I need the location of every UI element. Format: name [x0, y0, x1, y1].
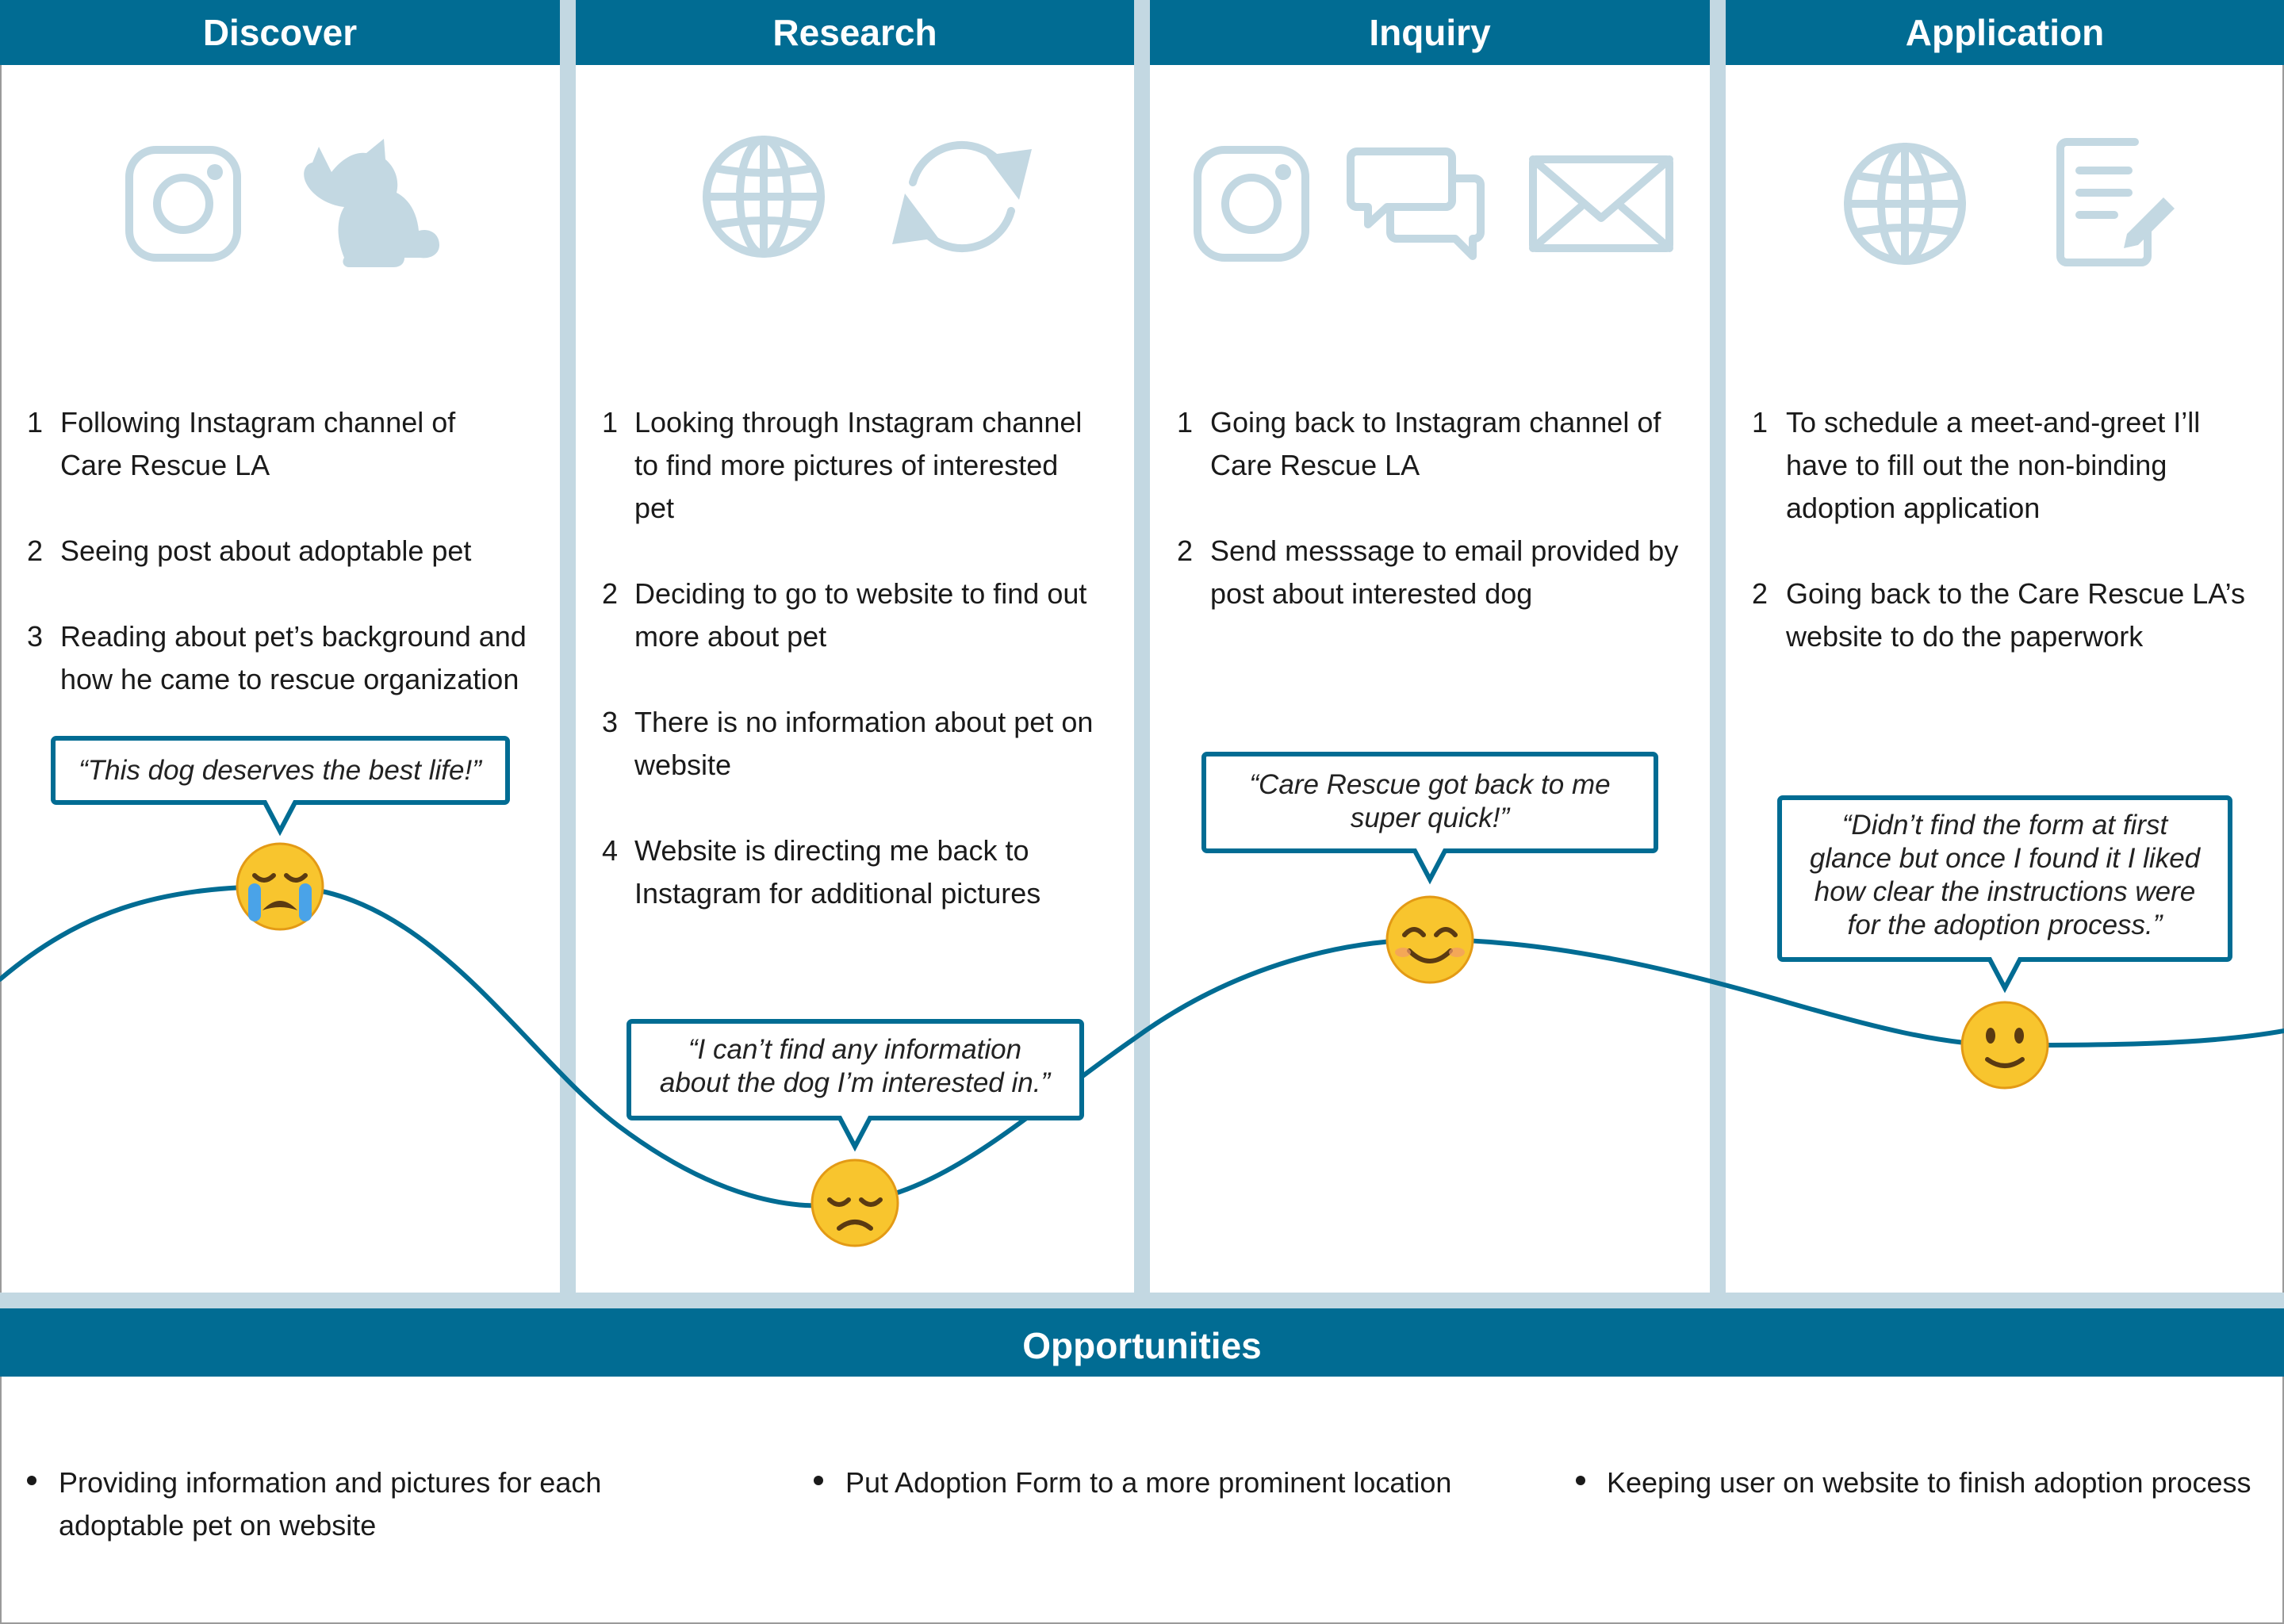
stage-title: Research: [772, 12, 937, 53]
step-number: 1: [1177, 406, 1193, 439]
step-text: to find more pictures of interested: [634, 449, 1058, 481]
bullet-icon: [27, 1476, 36, 1485]
quote-text: “This dog deserves the best life!”: [79, 755, 482, 786]
step-number: 2: [1752, 577, 1768, 610]
slight-smile-face-icon: [1962, 1002, 2048, 1088]
stage-divider: [1710, 0, 1726, 1300]
opportunity-text: Keeping user on website to finish adopti…: [1607, 1466, 2251, 1499]
smiling-face-icon: [1387, 897, 1473, 982]
step-text: Send messsage to email provided by: [1210, 534, 1678, 567]
step-number: 3: [602, 706, 618, 738]
globe-icon: [707, 140, 821, 254]
quote-bubble-research: “I can’t find any information about the …: [627, 1019, 1084, 1152]
step-text: Deciding to go to website to find out: [634, 577, 1086, 610]
quote-text: glance but once I found it I liked: [1810, 843, 2202, 874]
step-number: 2: [27, 534, 43, 567]
quote-text: “Care Rescue got back to me: [1249, 769, 1610, 800]
quote-text: how clear the instructions were: [1815, 876, 2196, 907]
opportunity-text: Put Adoption Form to a more prominent lo…: [845, 1466, 1451, 1499]
crying-face-icon: [237, 844, 323, 929]
step-text: website to do the paperwork: [1785, 620, 2144, 653]
step-text: Care Rescue LA: [1210, 449, 1420, 481]
stage-header-inquiry: Inquiry: [1150, 0, 1710, 65]
stage-divider: [1134, 0, 1150, 1300]
step-text: Website is directing me back to: [634, 834, 1029, 867]
step-text: website: [634, 749, 731, 781]
section-divider: [0, 1293, 2284, 1308]
step-text: There is no information about pet on: [634, 706, 1093, 738]
opportunities-header: Opportunities: [0, 1308, 2284, 1377]
step-text: Reading about pet’s background and: [60, 620, 527, 653]
step-text: how he came to rescue organization: [60, 663, 519, 695]
stage-divider: [560, 0, 576, 1300]
step-text: To schedule a meet-and-greet I’ll: [1786, 406, 2200, 439]
stage-steps-discover: 1 Following Instagram channel of Care Re…: [27, 406, 527, 695]
step-text: adoption application: [1786, 492, 2040, 524]
step-text: Seeing post about adoptable pet: [60, 534, 471, 567]
step-number: 1: [27, 406, 43, 439]
bullet-icon: [1576, 1476, 1585, 1485]
bullet-icon: [814, 1476, 823, 1485]
quote-text: “Didn’t find the form at first: [1842, 810, 2169, 841]
step-text: Looking through Instagram channel: [634, 406, 1082, 439]
quote-bubble-application: “Didn’t find the form at first glance bu…: [1777, 795, 2232, 994]
stage-header-discover: Discover: [0, 0, 560, 65]
step-number: 3: [27, 620, 43, 653]
stage-steps-application: 1 To schedule a meet-and-greet I’ll have…: [1752, 406, 2245, 653]
opportunity-text: adoptable pet on website: [59, 1509, 376, 1542]
opportunities-title: Opportunities: [1022, 1325, 1262, 1366]
step-number: 1: [602, 406, 618, 439]
step-text: post about interested dog: [1210, 577, 1532, 610]
stage-header-research: Research: [576, 0, 1134, 65]
step-text: Going back to Instagram channel of: [1210, 406, 1661, 439]
step-number: 1: [1752, 406, 1768, 439]
stage-steps-inquiry: 1 Going back to Instagram channel of Car…: [1177, 406, 1678, 610]
quote-text: for the adoption process.”: [1848, 910, 2163, 940]
step-number: 2: [602, 577, 618, 610]
globe-icon: [1848, 147, 1962, 261]
quote-text: “I can’t find any information: [688, 1034, 1021, 1065]
step-text: Following Instagram channel of: [60, 406, 456, 439]
quote-bubble-inquiry: “Care Rescue got back to me super quick!…: [1201, 752, 1658, 885]
stage-title: Discover: [203, 12, 357, 53]
step-text: Care Rescue LA: [60, 449, 270, 481]
step-text: pet: [634, 492, 674, 524]
stage-steps-research: 1 Looking through Instagram channel to f…: [602, 406, 1093, 910]
quote-text: super quick!”: [1351, 802, 1511, 833]
step-number: 4: [602, 834, 618, 867]
step-text: more about pet: [634, 620, 826, 653]
stage-header-application: Application: [1726, 0, 2284, 65]
quote-bubble-discover: “This dog deserves the best life!”: [51, 736, 510, 837]
quote-text: about the dog I’m interested in.”: [660, 1067, 1052, 1098]
step-text: have to fill out the non-binding: [1786, 449, 2167, 481]
step-text: Going back to the Care Rescue LA’s: [1786, 577, 2245, 610]
disappointed-face-icon: [812, 1160, 898, 1246]
step-text: Instagram for additional pictures: [634, 877, 1040, 910]
stage-title: Inquiry: [1369, 12, 1491, 53]
emotion-curve: [0, 883, 2284, 1208]
step-number: 2: [1177, 534, 1193, 567]
stage-title: Application: [1906, 12, 2104, 53]
opportunity-text: Providing information and pictures for e…: [59, 1466, 601, 1499]
opportunities-list: Providing information and pictures for e…: [27, 1466, 2251, 1542]
